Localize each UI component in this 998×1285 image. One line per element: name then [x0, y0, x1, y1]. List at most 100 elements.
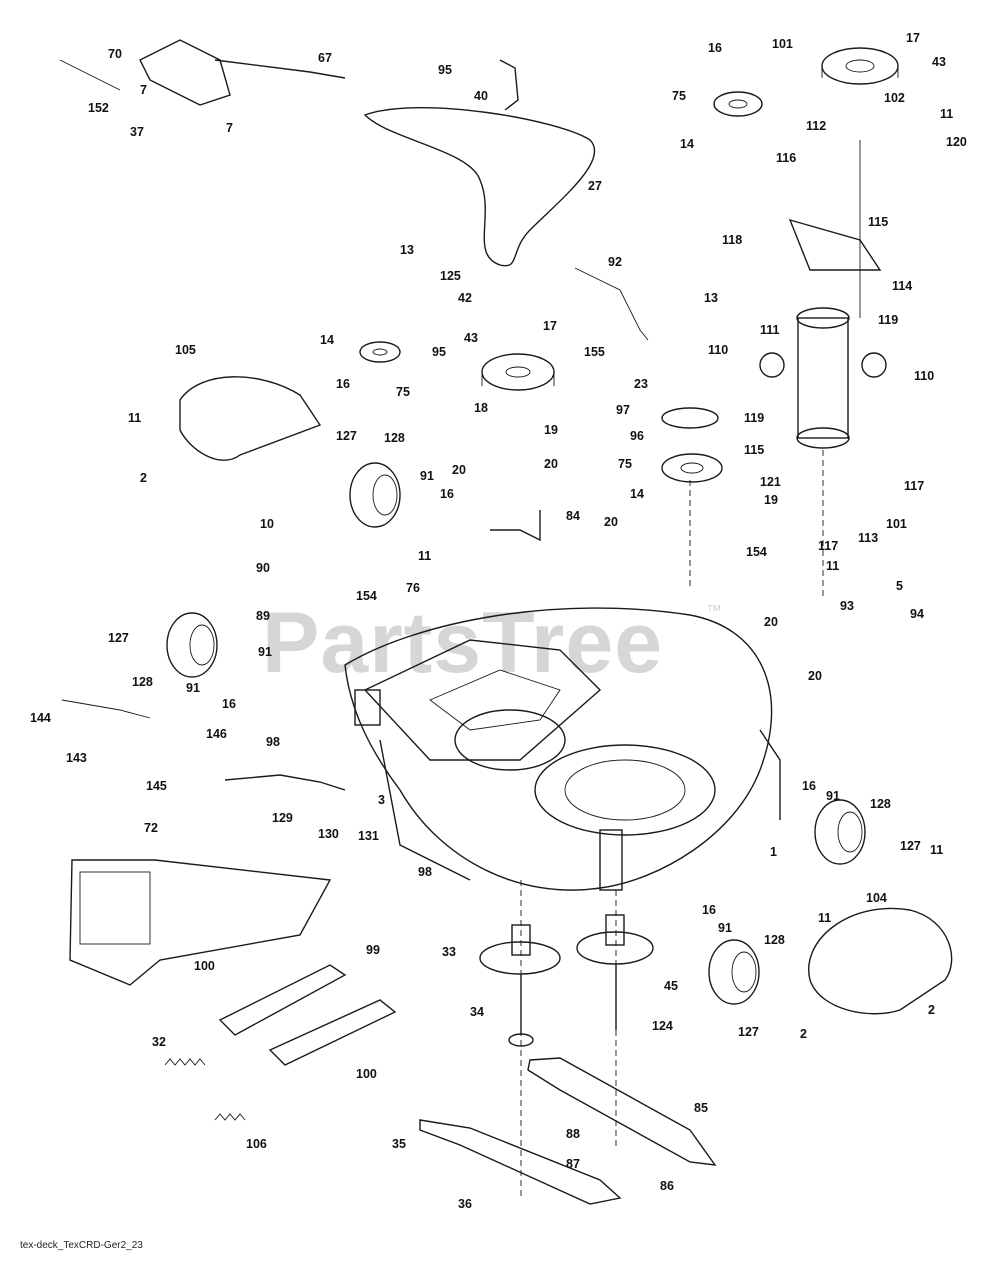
callout-145[interactable]: 145 — [146, 779, 167, 793]
callout-117[interactable]: 117 — [904, 479, 924, 493]
callout-101[interactable]: 101 — [772, 37, 793, 51]
callout-129[interactable]: 129 — [272, 811, 293, 825]
callout-87[interactable]: 87 — [566, 1157, 580, 1171]
callout-13[interactable]: 13 — [704, 291, 718, 305]
callout-11[interactable]: 11 — [826, 559, 839, 573]
callout-14[interactable]: 14 — [630, 487, 644, 501]
callout-130[interactable]: 130 — [318, 827, 339, 841]
callout-91[interactable]: 91 — [186, 681, 200, 695]
callout-112[interactable]: 112 — [806, 119, 826, 133]
callout-152[interactable]: 152 — [88, 101, 109, 115]
callout-100[interactable]: 100 — [194, 959, 215, 973]
callout-89[interactable]: 89 — [256, 609, 270, 623]
callout-121[interactable]: 121 — [760, 475, 781, 489]
callout-91[interactable]: 91 — [826, 789, 840, 803]
callout-11[interactable]: 11 — [818, 911, 831, 925]
callout-17[interactable]: 17 — [543, 319, 557, 333]
callout-20[interactable]: 20 — [604, 515, 618, 529]
callout-20[interactable]: 20 — [808, 669, 822, 683]
callout-92[interactable]: 92 — [608, 255, 622, 269]
callout-119[interactable]: 119 — [878, 313, 898, 327]
callout-120[interactable]: 120 — [946, 135, 967, 149]
callout-72[interactable]: 72 — [144, 821, 158, 835]
callout-43[interactable]: 43 — [464, 331, 478, 345]
callout-2[interactable]: 2 — [140, 471, 147, 485]
callout-19[interactable]: 19 — [544, 423, 558, 437]
callout-100[interactable]: 100 — [356, 1067, 377, 1081]
callout-19[interactable]: 19 — [764, 493, 778, 507]
callout-23[interactable]: 23 — [634, 377, 648, 391]
callout-110[interactable]: 110 — [708, 343, 728, 357]
callout-114[interactable]: 114 — [892, 279, 912, 293]
callout-119[interactable]: 119 — [744, 411, 764, 425]
callout-34[interactable]: 34 — [470, 1005, 484, 1019]
callout-105[interactable]: 105 — [175, 343, 196, 357]
callout-102[interactable]: 102 — [884, 91, 905, 105]
callout-37[interactable]: 37 — [130, 125, 144, 139]
callout-96[interactable]: 96 — [630, 429, 644, 443]
callout-143[interactable]: 143 — [66, 751, 87, 765]
callout-86[interactable]: 86 — [660, 1179, 674, 1193]
callout-45[interactable]: 45 — [664, 979, 678, 993]
callout-20[interactable]: 20 — [452, 463, 466, 477]
callout-16[interactable]: 16 — [802, 779, 816, 793]
callout-113[interactable]: 113 — [858, 531, 878, 545]
callout-116[interactable]: 116 — [776, 151, 796, 165]
callout-42[interactable]: 42 — [458, 291, 472, 305]
callout-2[interactable]: 2 — [800, 1027, 807, 1041]
callout-127[interactable]: 127 — [738, 1025, 759, 1039]
callout-43[interactable]: 43 — [932, 55, 946, 69]
callout-98[interactable]: 98 — [266, 735, 280, 749]
callout-1[interactable]: 1 — [770, 845, 777, 859]
callout-11[interactable]: 11 — [930, 843, 943, 857]
callout-146[interactable]: 146 — [206, 727, 227, 741]
callout-40[interactable]: 40 — [474, 89, 488, 103]
callout-110[interactable]: 110 — [914, 369, 934, 383]
callout-104[interactable]: 104 — [866, 891, 887, 905]
callout-90[interactable]: 90 — [256, 561, 270, 575]
callout-101[interactable]: 101 — [886, 517, 907, 531]
callout-16[interactable]: 16 — [702, 903, 716, 917]
callout-76[interactable]: 76 — [406, 581, 420, 595]
callout-75[interactable]: 75 — [672, 89, 686, 103]
callout-20[interactable]: 20 — [544, 457, 558, 471]
callout-93[interactable]: 93 — [840, 599, 854, 613]
callout-67[interactable]: 67 — [318, 51, 332, 65]
callout-75[interactable]: 75 — [396, 385, 410, 399]
callout-128[interactable]: 128 — [870, 797, 891, 811]
callout-20[interactable]: 20 — [764, 615, 778, 629]
callout-14[interactable]: 14 — [320, 333, 334, 347]
callout-125[interactable]: 125 — [440, 269, 461, 283]
callout-33[interactable]: 33 — [442, 945, 456, 959]
callout-154[interactable]: 154 — [746, 545, 767, 559]
callout-115[interactable]: 115 — [744, 443, 764, 457]
callout-27[interactable]: 27 — [588, 179, 602, 193]
callout-111[interactable]: 111 — [760, 323, 780, 337]
callout-17[interactable]: 17 — [906, 31, 920, 45]
callout-11[interactable]: 11 — [940, 107, 953, 121]
callout-128[interactable]: 128 — [764, 933, 785, 947]
callout-155[interactable]: 155 — [584, 345, 605, 359]
callout-128[interactable]: 128 — [384, 431, 405, 445]
callout-16[interactable]: 16 — [222, 697, 236, 711]
callout-91[interactable]: 91 — [420, 469, 434, 483]
callout-13[interactable]: 13 — [400, 243, 414, 257]
callout-98[interactable]: 98 — [418, 865, 432, 879]
callout-70[interactable]: 70 — [108, 47, 122, 61]
callout-154[interactable]: 154 — [356, 589, 377, 603]
callout-36[interactable]: 36 — [458, 1197, 472, 1211]
callout-91[interactable]: 91 — [718, 921, 732, 935]
callout-88[interactable]: 88 — [566, 1127, 580, 1141]
callout-106[interactable]: 106 — [246, 1137, 267, 1151]
callout-95[interactable]: 95 — [432, 345, 446, 359]
callout-95[interactable]: 95 — [438, 63, 452, 77]
callout-32[interactable]: 32 — [152, 1035, 166, 1049]
callout-124[interactable]: 124 — [652, 1019, 673, 1033]
callout-91[interactable]: 91 — [258, 645, 272, 659]
callout-2[interactable]: 2 — [928, 1003, 935, 1017]
callout-84[interactable]: 84 — [566, 509, 580, 523]
callout-16[interactable]: 16 — [708, 41, 722, 55]
callout-115[interactable]: 115 — [868, 215, 888, 229]
callout-85[interactable]: 85 — [694, 1101, 708, 1115]
callout-94[interactable]: 94 — [910, 607, 924, 621]
